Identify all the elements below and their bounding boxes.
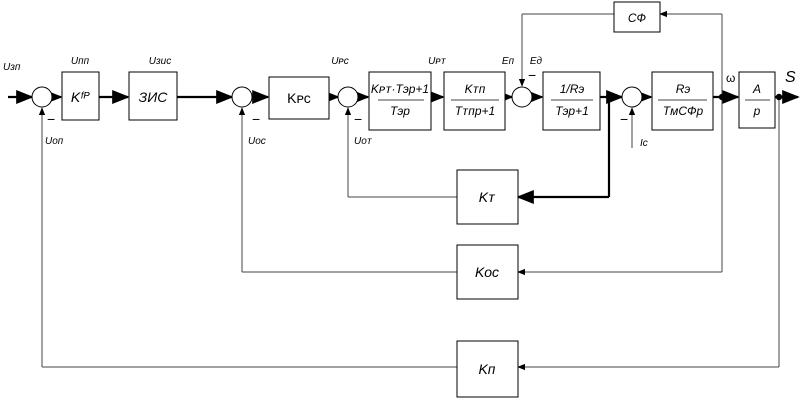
junction-dot-position	[775, 93, 783, 101]
block-cf	[613, 1, 661, 33]
summing-junction-1	[31, 86, 53, 108]
summing-junction-3	[337, 86, 359, 108]
signal-u-rt: Uᴘᴛ	[428, 56, 447, 67]
minus-sign-2: −	[252, 111, 260, 127]
block-kp	[456, 340, 519, 398]
signal-e-p: Eᴨ	[502, 56, 515, 67]
label-kfp: Kᶠᴾ	[71, 89, 90, 105]
block-kos	[456, 244, 519, 300]
signal-u-ot: Uᴏᴛ	[354, 136, 373, 147]
signal-i-s: Iᴄ	[640, 138, 648, 149]
block-krt	[368, 71, 432, 131]
label-krs: Kᴘᴄ	[287, 90, 311, 106]
summing-junction-2	[231, 86, 253, 108]
label-ktp-den: Tᴛᴨp+1	[455, 104, 495, 118]
block-krs	[268, 76, 330, 120]
block-zis	[128, 71, 178, 121]
summing-junction-5	[621, 86, 643, 108]
signal-u-op: Uᴏᴨ	[45, 136, 64, 147]
label-kos: Kᴏᴄ	[475, 264, 499, 280]
label-a-num: A	[752, 82, 761, 96]
label-kp: Kᴨ	[478, 361, 495, 377]
block-kfp	[61, 71, 100, 121]
block-rm	[651, 71, 714, 131]
block-ktp	[443, 71, 506, 131]
signal-u-rs: Uᴘᴄ	[331, 56, 349, 67]
label-re-den: Tэp+1	[555, 104, 589, 118]
label-ktp-num: Kᴛᴨ	[465, 82, 486, 96]
signal-u-os: Uᴏᴄ	[248, 136, 266, 147]
label-re-num: 1/Rэ	[560, 82, 585, 96]
minus-sign-5: −	[620, 111, 628, 127]
signal-omega: ω	[726, 71, 735, 85]
signal-e-d: Eд	[530, 56, 543, 67]
label-a-den: p	[753, 104, 761, 118]
minus-sign-4: −	[528, 67, 536, 83]
label-cf: CФ	[628, 11, 647, 25]
junction-dot-speed	[718, 93, 726, 101]
signal-s: S	[785, 69, 796, 86]
block-re	[542, 71, 601, 131]
label-rm-den: TᴍCФp	[663, 104, 704, 118]
label-krt-num: Kᴘᴛ·Tэp+1	[371, 82, 429, 96]
minus-sign-3: −	[354, 111, 362, 127]
label-krt-den: Tэp	[390, 104, 410, 118]
minus-sign-1: −	[47, 111, 55, 127]
label-rm-num: Rэ	[676, 82, 691, 96]
block-kt	[456, 169, 519, 225]
label-kt: Kᴛ	[479, 189, 496, 205]
signal-u-fp: Uᴨᴨ	[71, 56, 90, 67]
signal-u-zp: Uзп	[3, 62, 21, 73]
junction-dot-current	[605, 93, 613, 101]
label-zis: ЗИС	[139, 89, 169, 105]
summing-junction-4	[511, 86, 533, 108]
signal-u-zis: Uзис	[149, 56, 171, 67]
